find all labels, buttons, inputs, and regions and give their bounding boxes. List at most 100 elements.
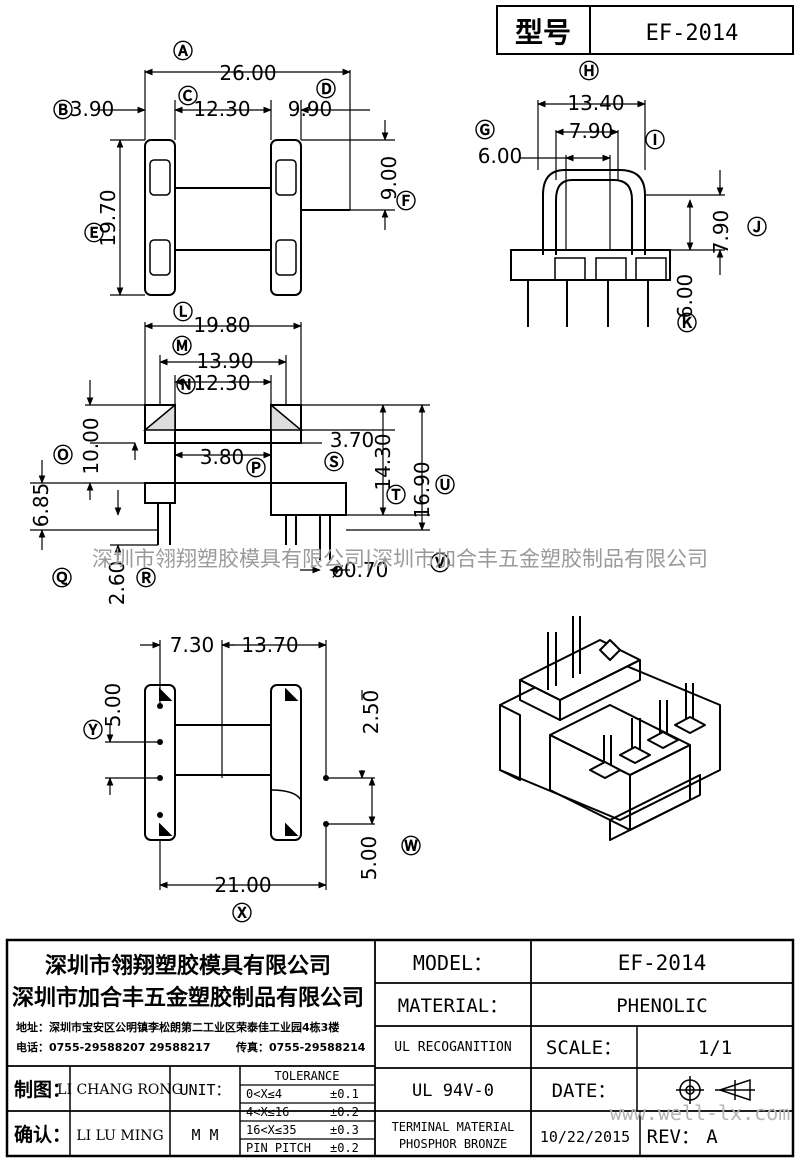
check-label: 确认：: [14, 1123, 71, 1146]
labels-view1: 26.00 3.90 12.30 9.90 9.00 19.70 Ⓐ Ⓑ Ⓒ Ⓓ…: [53, 39, 416, 247]
tol-range-3: 16<X≤35: [246, 1123, 297, 1137]
material-label: MATERIAL：: [398, 995, 509, 1017]
labels-view2: 13.40 7.90 6.00 7.90 6.00 Ⓗ Ⓖ Ⓘ Ⓙ Ⓚ: [475, 59, 767, 335]
scale-value: 1/1: [698, 1037, 732, 1059]
model-number: EF-2014: [646, 21, 739, 46]
dim-19-80: 19.80: [193, 313, 250, 337]
dim-7-90-b: 7.90: [709, 210, 733, 255]
scale-label: SCALE：: [546, 1037, 622, 1059]
dim-7-90-a: 7.90: [569, 119, 614, 143]
letter-e-icon: Ⓔ: [84, 221, 104, 245]
letter-r-icon: Ⓡ: [136, 566, 156, 590]
dim-6-00-b: 6.00: [673, 274, 697, 319]
ul-label: UL RECOGANITION: [394, 1040, 511, 1055]
dim-9-90: 9.90: [288, 97, 333, 121]
letter-x-icon: Ⓧ: [232, 901, 252, 925]
letter-y-icon: Ⓨ: [83, 718, 103, 742]
dim-5-00-b: 5.00: [357, 836, 381, 881]
dim-13-90: 13.90: [196, 349, 253, 373]
rev-label: REV：: [647, 1126, 700, 1148]
rev-value: A: [706, 1126, 718, 1148]
tol-value-4: ±0.2: [330, 1141, 359, 1155]
letter-p-icon: Ⓟ: [246, 456, 266, 480]
date-value: 10/22/2015: [540, 1128, 630, 1146]
watermark-text: 深圳市翎翔塑胶模具有限公司|深圳市加合丰五金塑胶制品有限公司: [92, 547, 708, 572]
dim-6-85: 6.85: [29, 483, 53, 528]
letter-b-icon: Ⓑ: [53, 98, 73, 122]
company-address: 地址：深圳市宝安区公明镇李松朗第二工业区荣泰佳工业园4栋3楼: [16, 1020, 339, 1034]
letter-w-icon: Ⓦ: [401, 834, 421, 858]
tol-range-2: 4<X≤16: [246, 1105, 289, 1119]
title-block-text: 深圳市翎翔塑胶模具有限公司 深圳市加合丰五金塑胶制品有限公司 地址：深圳市宝安区…: [12, 951, 732, 1155]
letter-u-icon: Ⓤ: [435, 473, 455, 497]
pin-holes: [157, 703, 329, 827]
terminal-material-value: PHOSPHOR BRONZE: [399, 1137, 507, 1151]
dim-10-00: 10.00: [79, 417, 103, 474]
view-bottom-left: [144, 684, 302, 841]
dim-9-00: 9.00: [377, 156, 401, 201]
dim-19-70: 19.70: [96, 189, 120, 246]
view-isometric: [499, 616, 721, 841]
dim-16-90: 16.90: [410, 461, 434, 518]
view-middle-left: [142, 403, 347, 560]
letter-f-icon: Ⓕ: [396, 189, 416, 213]
model-value: EF-2014: [618, 951, 707, 975]
labels-view3: 19.80 13.90 12.30 10.00 3.80 3.70 14.30 …: [29, 300, 455, 605]
tol-value-3: ±0.3: [330, 1123, 359, 1137]
dim-3-80: 3.80: [200, 445, 245, 469]
date-label: DATE：: [552, 1080, 617, 1102]
check-name: LI LU MING: [76, 1128, 163, 1144]
dim-26-00: 26.00: [219, 61, 276, 85]
dim-3-90: 3.90: [70, 97, 115, 121]
watermark-url: www.well-lx.com: [610, 1101, 791, 1125]
letter-l-icon: Ⓛ: [173, 300, 193, 324]
tol-value-2: ±0.2: [330, 1105, 359, 1119]
dims-view2: [520, 100, 725, 275]
dim-12-30-a: 12.30: [193, 97, 250, 121]
company-name-2: 深圳市加合丰五金塑胶制品有限公司: [12, 985, 364, 1011]
letter-t-icon: Ⓣ: [386, 483, 406, 507]
letter-i-icon: Ⓘ: [645, 128, 665, 152]
view-top-right: [510, 169, 671, 327]
terminal-material-label: TERMINAL MATERIAL: [392, 1120, 515, 1134]
letter-c-icon: Ⓒ: [178, 84, 198, 108]
unit-value: M M: [191, 1126, 218, 1144]
dim-14-30: 14.30: [371, 433, 395, 490]
ul-value: UL 94V-0: [412, 1081, 494, 1101]
company-fax: 传真：0755-29588214: [235, 1040, 366, 1054]
dims-view1: [100, 68, 395, 296]
tol-value-1: ±0.1: [330, 1087, 359, 1101]
type-label: 型号: [515, 16, 571, 49]
dims-view4: [105, 640, 376, 890]
dim-13-70: 13.70: [241, 633, 298, 657]
dim-6-00-a: 6.00: [478, 144, 523, 168]
material-value: PHENOLIC: [616, 995, 708, 1017]
letter-g-icon: Ⓖ: [475, 118, 495, 142]
title-block: [5, 938, 795, 1158]
unit-label: UNIT：: [179, 1081, 230, 1099]
tol-range-1: 0<X≤4: [246, 1087, 282, 1101]
dim-3-70: 3.70: [330, 428, 375, 452]
dim-5-00-a: 5.00: [101, 683, 125, 728]
letter-d-icon: Ⓓ: [316, 77, 336, 101]
dim-2-50: 2.50: [359, 690, 383, 735]
tolerance-title: TOLERANCE: [274, 1069, 339, 1083]
letter-j-icon: Ⓙ: [747, 215, 767, 239]
letter-h-icon: Ⓗ: [579, 59, 599, 83]
view-top-left: [144, 139, 350, 296]
dim-12-30-b: 12.30: [193, 371, 250, 395]
letter-s-icon: Ⓢ: [324, 450, 344, 474]
letter-q-icon: Ⓠ: [52, 566, 72, 590]
dim-2-60: 2.60: [105, 561, 129, 606]
letter-o-icon: Ⓞ: [53, 443, 73, 467]
letter-a-icon: Ⓐ: [173, 39, 193, 63]
letter-k-icon: Ⓚ: [677, 311, 697, 335]
tol-range-4: PIN PITCH: [246, 1141, 311, 1155]
dim-7-30: 7.30: [170, 633, 215, 657]
company-name-1: 深圳市翎翔塑胶模具有限公司: [45, 953, 331, 979]
letter-m-icon: Ⓜ: [172, 334, 192, 358]
header-box: 型号 EF-2014: [496, 5, 794, 55]
labels-view4: 7.30 13.70 5.00 2.50 5.00 21.00 Ⓨ Ⓦ Ⓧ: [83, 633, 421, 925]
dim-13-40: 13.40: [567, 91, 624, 115]
projection-symbol-icon: [676, 1076, 755, 1104]
